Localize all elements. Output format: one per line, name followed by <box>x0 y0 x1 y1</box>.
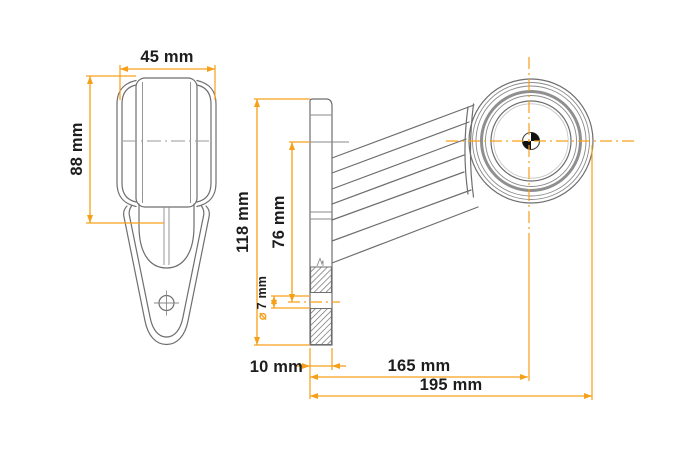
arm-tip-notch <box>316 257 324 267</box>
dim-label-front-height: 88 mm <box>68 122 86 175</box>
dimension-front-height: 88 mm <box>68 75 164 224</box>
dimension-hole-height: 76 mm <box>270 141 310 302</box>
dim-label-overall-height: 118 mm <box>234 191 252 253</box>
lamp-head <box>446 57 638 240</box>
hatch-section-lower <box>310 308 332 345</box>
dimension-plate-thickness: 10 mm <box>250 348 346 399</box>
front-view: 45 mm 88 mm <box>68 48 217 346</box>
arm-lines <box>331 103 479 264</box>
housing-outline <box>135 77 198 208</box>
arm-rib <box>331 138 467 190</box>
diameter-symbol: ⌀ <box>255 312 269 320</box>
dim-label-reach: 165 mm <box>388 357 451 375</box>
left-lens-inner <box>121 84 137 203</box>
dimension-hole-diameter: ⌀7 mm <box>255 276 340 320</box>
arm-rib <box>331 154 465 205</box>
plate-outline <box>309 98 333 346</box>
mounting-plate <box>309 98 349 346</box>
bracket-inner-outline <box>128 205 205 338</box>
arm-collar-inner <box>464 106 469 195</box>
right-lens-inner <box>196 84 212 203</box>
bracket-arch <box>138 203 195 269</box>
dim-label-front-width: 45 mm <box>140 48 193 66</box>
right-lens-outer <box>196 79 217 208</box>
dim-label-hole-height: 76 mm <box>270 195 288 248</box>
arm-rib <box>331 189 472 242</box>
arm-rib <box>331 121 470 174</box>
bracket-front <box>123 203 210 346</box>
dim-label-plate-thickness: 10 mm <box>250 358 303 376</box>
bracket-outer-outline <box>123 205 210 346</box>
arm-rib <box>331 206 479 264</box>
dim-label-hole-diameter: ⌀7 mm <box>255 276 269 320</box>
dim-label-overall-length: 195 mm <box>420 376 483 394</box>
dimension-reach: 165 mm <box>310 240 530 381</box>
lamp-front-body <box>116 77 217 208</box>
arm-collar-outer <box>469 103 475 198</box>
arm-rib <box>331 171 465 221</box>
left-lens-outer <box>116 79 137 208</box>
side-view: 118 mm 76 mm ⌀7 mm 10 mm <box>234 57 638 400</box>
dimension-front-width: 45 mm <box>119 48 216 100</box>
dimension-overall-length: 195 mm <box>310 145 593 400</box>
arm-rib <box>331 104 475 159</box>
dimension-overall-height: 118 mm <box>234 98 310 346</box>
hatch-section-upper <box>310 266 332 293</box>
